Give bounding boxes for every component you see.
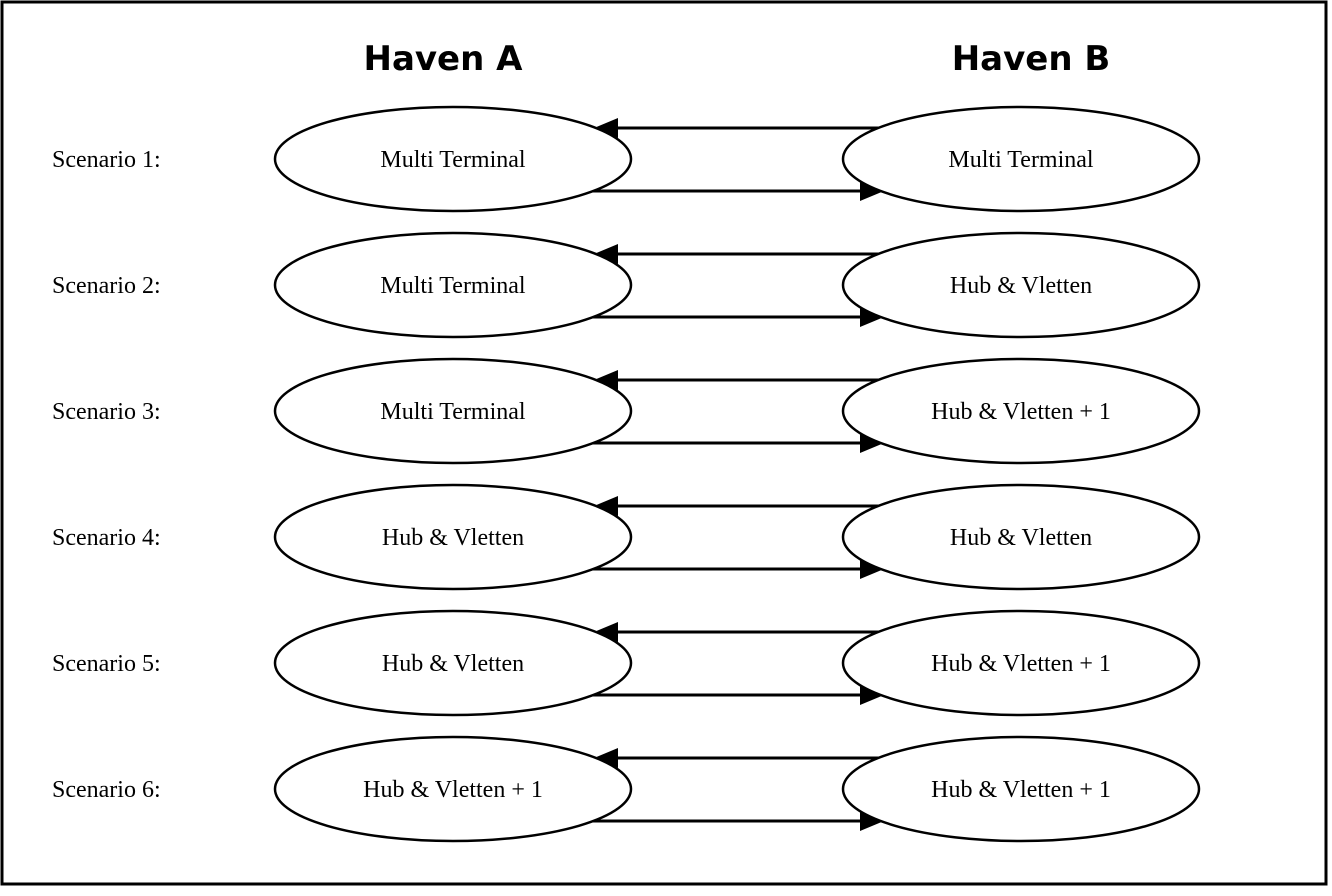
haven-b-node-shape: [841, 609, 1201, 717]
haven-a-node-label: Hub & Vletten + 1: [363, 777, 543, 803]
haven-b-node-label: Hub & Vletten + 1: [931, 399, 1111, 425]
haven-a-node-shape: [273, 231, 633, 339]
haven-a-node-shape: [273, 735, 633, 843]
haven-a-node-shape: [273, 609, 633, 717]
scenario-label: Scenario 5:: [52, 651, 161, 677]
arrow-head-left-icon: [594, 370, 618, 390]
arrow-head-left-icon: [594, 118, 618, 138]
arrow-head-left-icon: [594, 622, 618, 642]
header-haven-b: Haven B: [952, 39, 1111, 79]
arrow-head-right-icon: [860, 181, 884, 201]
header-haven-a: Haven A: [364, 39, 524, 79]
scenario-label: Scenario 3:: [52, 399, 161, 425]
arrow-head-right-icon: [860, 433, 884, 453]
haven-a-node-shape: [273, 483, 633, 591]
haven-a-node-shape: [273, 357, 633, 465]
haven-b-node-shape: [841, 483, 1201, 591]
scenario-label: Scenario 6:: [52, 777, 161, 803]
arrow-head-left-icon: [594, 748, 618, 768]
haven-b-node-shape: [841, 357, 1201, 465]
scenario-label: Scenario 2:: [52, 273, 161, 299]
arrow-head-right-icon: [860, 559, 884, 579]
scenario-label: Scenario 1:: [52, 147, 161, 173]
haven-a-node-label: Hub & Vletten: [382, 651, 524, 677]
haven-a-node-label: Multi Terminal: [380, 273, 526, 299]
scenario-label: Scenario 4:: [52, 525, 161, 551]
arrow-head-right-icon: [860, 307, 884, 327]
haven-b-node-label: Hub & Vletten: [950, 273, 1092, 299]
haven-a-node-label: Hub & Vletten: [382, 525, 524, 551]
arrow-head-right-icon: [860, 685, 884, 705]
haven-b-node-shape: [841, 735, 1201, 843]
haven-b-node-shape: [841, 231, 1201, 339]
haven-b-node-shape: [841, 105, 1201, 213]
arrow-head-left-icon: [594, 244, 618, 264]
haven-b-node-label: Hub & Vletten: [950, 525, 1092, 551]
arrow-head-left-icon: [594, 496, 618, 516]
haven-b-node-label: Hub & Vletten + 1: [931, 651, 1111, 677]
haven-a-node-label: Multi Terminal: [380, 147, 526, 173]
haven-b-node-label: Multi Terminal: [948, 147, 1094, 173]
arrow-head-right-icon: [860, 811, 884, 831]
haven-b-node-label: Hub & Vletten + 1: [931, 777, 1111, 803]
haven-a-node-shape: [273, 105, 633, 213]
haven-a-node-label: Multi Terminal: [380, 399, 526, 425]
